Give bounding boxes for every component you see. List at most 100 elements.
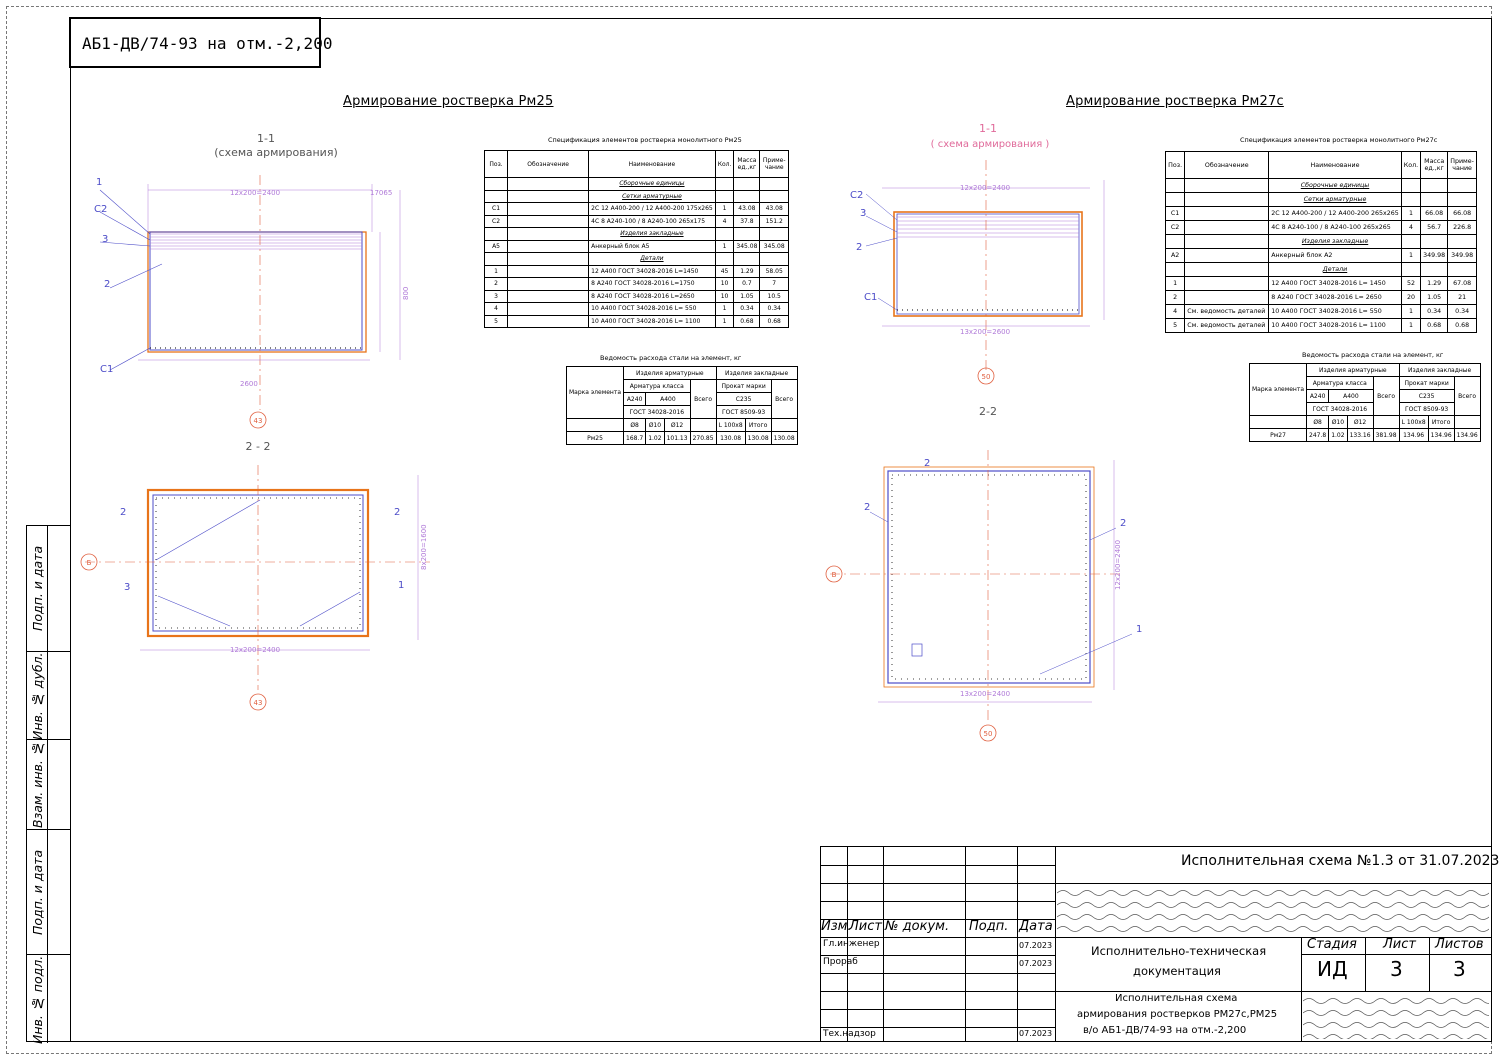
tb-stage: ИД — [1317, 957, 1348, 981]
tb-role: Тех.надзор — [823, 1029, 876, 1039]
tb-sheets-h: Листов — [1435, 937, 1484, 952]
svg-text:3: 3 — [102, 234, 108, 245]
rm27-plan-outline — [883, 466, 1095, 688]
svg-text:17065: 17065 — [370, 189, 392, 197]
spec-head-mass: Масса ед.,кг — [1420, 151, 1449, 179]
spec-head-qty: Кол. — [1400, 151, 1422, 179]
steel-h-l: L 100х8 — [715, 418, 746, 432]
rm25-section-rebar — [149, 231, 363, 351]
tb-head-izm: Изм. — [821, 919, 852, 934]
spec-subheader-row: Сетки арматурные — [1164, 192, 1477, 207]
steel-h-c235: С235 — [715, 392, 772, 406]
left-section2: 2 - 2 — [246, 440, 271, 453]
spec-head-pos: Поз. — [483, 150, 509, 178]
tb-doc-line1: Исполнительно-техническая — [1091, 944, 1267, 958]
right-steel-table: Марка элемента Изделия арматурные Издели… — [1248, 363, 1481, 442]
spec-head-name: Наименование — [588, 150, 716, 178]
svg-text:1: 1 — [96, 177, 102, 188]
svg-text:13х200=2600: 13х200=2600 — [960, 328, 1010, 336]
svg-text:3: 3 — [124, 582, 130, 593]
svg-text:12х200=2400: 12х200=2400 — [230, 646, 280, 654]
right-axis-marker-1 — [977, 367, 995, 385]
left-steel-title: Ведомость расхода стали на элемент, кг — [600, 354, 742, 362]
tb-date: 07.2023 — [1019, 941, 1053, 950]
svg-text:С2: С2 — [850, 190, 863, 201]
svg-text:С1: С1 — [100, 364, 113, 375]
spec-head-obozn: Обозначение — [507, 150, 590, 178]
approval-sidebar: Подп. и дата Инв. № дубл. Взам. инв. № П… — [26, 525, 71, 1044]
tb-head-date: Дата — [1019, 919, 1053, 934]
left-axis-marker-2 — [80, 553, 98, 571]
right-axis-marker-2 — [825, 565, 843, 583]
right-axis-2: В — [832, 571, 837, 579]
right-spec-title: Спецификация элементов ростверка монолит… — [1240, 136, 1438, 144]
spec-head-pos: Поз. — [1164, 151, 1186, 179]
svg-text:С1: С1 — [864, 292, 877, 303]
right-spec-table: Поз. Обозначение Наименование Кол. Масса… — [1164, 151, 1477, 333]
tb-doc-line2: документация — [1133, 964, 1221, 978]
steel-h-total: Всего — [689, 379, 717, 419]
rm25-section-outline — [147, 231, 367, 353]
svg-text:2: 2 — [104, 279, 110, 290]
rm27-plan-rebar — [887, 470, 1091, 684]
tb-desc1: Исполнительная схема — [1115, 993, 1238, 1004]
svg-text:2: 2 — [1120, 518, 1126, 529]
right-steel-title: Ведомость расхода стали на элемент, кг — [1302, 351, 1444, 359]
svg-text:3: 3 — [860, 208, 866, 219]
rm25-mesh-lines — [150, 233, 362, 250]
tb-head-podp: Подп. — [969, 919, 1009, 934]
title-wave-pattern — [1057, 890, 1489, 932]
tb-desc2: армирования ростверков РМ27с,РМ25 — [1077, 1009, 1278, 1020]
spec-head-name: Наименование — [1268, 151, 1402, 179]
steel-h-total2: Всего — [770, 379, 798, 419]
left-section-sub: (схема армирования) — [214, 146, 338, 159]
svg-text:2600: 2600 — [240, 380, 258, 388]
left-drawings: 1-1 (схема армирования) 12х200=2400 1706… — [80, 132, 430, 711]
svg-text:12х200=2400: 12х200=2400 — [230, 189, 280, 197]
left-heading: Армирование ростверка Рм25 — [343, 94, 554, 109]
svg-text:1: 1 — [398, 580, 404, 591]
left-section-title: 1-1 — [257, 132, 275, 145]
title-block: Исполнительная схема №1.3 от 31.07.2023 … — [820, 846, 1499, 1042]
tb-desc3: в/о АБ1-ДВ/74-93 на отм.-2,200 — [1083, 1025, 1247, 1036]
spec-header-row: Поз. Обозначение Наименование Кол. Масса… — [483, 150, 789, 178]
spec-subheader-row: Изделия закладные — [483, 227, 789, 241]
svg-text:1: 1 — [1136, 624, 1142, 635]
right-section-sub: ( схема армирования ) — [931, 139, 1050, 150]
steel-h-d12: Ø12 — [663, 418, 691, 432]
left-axis-2: Б — [87, 559, 92, 567]
svg-text:800: 800 — [402, 287, 410, 300]
right-axis-3: 50 — [984, 730, 993, 738]
title-wave-pattern-2 — [1303, 998, 1489, 1039]
spec-head-mass: Масса ед.,кг — [733, 150, 761, 178]
right-axis-marker-3 — [979, 724, 997, 742]
svg-text:8х200=1600: 8х200=1600 — [420, 524, 428, 570]
steel-h-a240: А240 — [623, 392, 647, 406]
spec-subheader-row: Сборочные единицы — [483, 177, 789, 191]
spec-subheader-row: Детали — [483, 252, 789, 266]
spec-head-note: Приме-чание — [1447, 151, 1477, 179]
tb-main-title: Исполнительная схема №1.3 от 31.07.2023 — [1181, 853, 1500, 869]
tb-sheet: 3 — [1390, 957, 1403, 981]
tb-head-list: Лист — [849, 919, 882, 934]
left-axis-1: 43 — [254, 417, 263, 425]
spec-head-obozn: Обозначение — [1184, 151, 1270, 179]
svg-text:2: 2 — [120, 507, 126, 518]
steel-h-d8: Ø8 — [623, 418, 647, 432]
svg-text:С2: С2 — [94, 204, 107, 215]
spec-subheader-row: Изделия закладные — [1164, 234, 1477, 249]
svg-text:2: 2 — [864, 502, 870, 513]
tb-date: 07.2023 — [1019, 1029, 1053, 1038]
tb-role: Прораб — [823, 957, 858, 967]
spec-subheader-row: Детали — [1164, 262, 1477, 277]
